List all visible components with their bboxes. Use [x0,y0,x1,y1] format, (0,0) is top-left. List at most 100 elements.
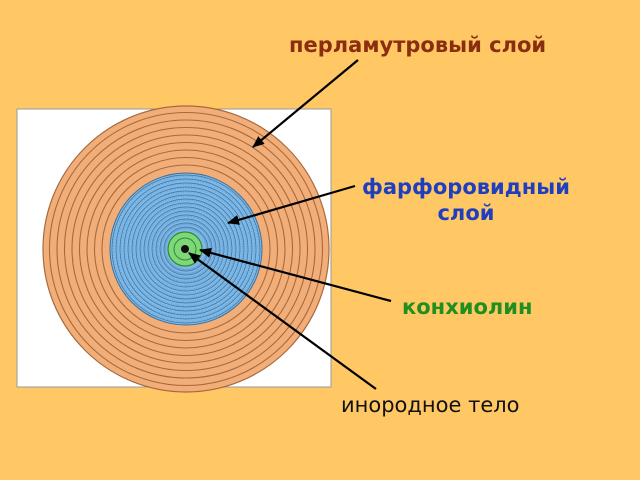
hatch-line [204,254,258,272]
hatch-line [204,220,256,242]
hatch-line [114,226,168,244]
hatch-line [205,249,261,253]
hatch-line [166,176,182,230]
hatch-line [137,191,174,234]
hatch-line [112,235,167,246]
hatch-line [148,266,177,315]
hatch-line [205,232,260,245]
hatch-line [201,203,246,238]
hatch-line [200,262,242,300]
hatch-line [202,208,250,239]
label-nacre-layer: перламутровый слой [289,33,547,57]
hatch-line [130,262,172,300]
hatch-line [172,268,183,323]
hatch-line [188,174,197,230]
hatch-line [116,256,168,278]
hatch-line [151,182,177,232]
hatch-line [169,268,182,323]
hatch-line [126,260,171,295]
hatch-line [114,254,168,272]
hatch-line [119,258,169,284]
hatch-line [169,175,182,230]
growth-ring [86,149,286,349]
label-porcelain-line1: фарфоровидный [362,175,570,199]
hatch-line [112,253,167,266]
hatch-line [163,177,181,231]
hatch-line [111,249,167,253]
hatch-line [172,175,183,230]
hatch-line [195,266,224,315]
hatch-line [175,268,184,324]
label-porcelain-line2: слой [437,201,495,226]
hatch-line [205,250,261,256]
hatch-line [111,242,167,248]
hatch-line [198,264,235,307]
hatch-line [195,266,221,316]
hatch-line [192,267,212,320]
hatch-line [111,238,167,247]
hatch-line [195,182,221,232]
hatch-line [186,174,190,230]
hatch-line [202,205,248,238]
hatch-line [140,264,175,309]
hatch-line [154,267,178,318]
hatch-line [192,178,212,231]
hatch-line [157,267,179,319]
hatch-line [135,263,173,305]
hatch-line [197,189,232,234]
hatch-line [205,235,260,246]
hatch-line [205,251,261,260]
hatch-line [112,232,167,245]
hatch-line [140,189,175,234]
hatch-line [190,268,203,323]
hatch-line [195,183,224,232]
hatch-line [191,267,209,321]
hatch-line [205,245,261,249]
hatch-line [196,185,227,233]
hatch-line [189,175,200,230]
hatch-line [115,255,168,275]
hatch-line [197,265,230,311]
hatch-line [111,250,167,256]
arrow-conchiolin [199,248,392,303]
hatch-line [193,267,215,319]
hatch-line [189,268,200,323]
hatch-line [117,257,168,281]
hatch-line [137,264,174,307]
hatch-line [135,193,173,235]
growth-ring [56,119,316,379]
conchiolin-inner-ring [173,237,197,261]
hatch-line [205,242,261,248]
hatch-line [202,259,250,290]
hatch-line [196,265,227,313]
hatch-line [203,258,253,284]
hatch-line [205,238,261,247]
growth-ring [78,141,294,357]
hatch-line [160,267,180,320]
hatch-line [151,266,177,316]
hatch-line [191,177,209,231]
hatch-line [119,214,169,240]
label-foreign-body: инородное тело [341,393,520,417]
hatch-line [175,174,184,230]
hatch-line [190,175,203,230]
hatch-line [124,205,170,238]
hatch-line [197,187,230,233]
hatch-line [145,265,176,313]
hatch-line [128,200,171,237]
hatch-line [199,262,240,303]
hatch-line [113,229,167,245]
hatch-line [124,260,170,293]
growth-ring [93,156,279,342]
hatch-line [112,252,167,263]
arrow-foreign-body [188,252,377,390]
hatch-line [115,223,168,243]
hatch-line [126,203,171,238]
growth-ring [63,126,309,372]
hatch-line [130,198,172,236]
hatch-line [182,174,186,230]
hatch-line [145,185,176,233]
hatch-line [160,178,180,231]
hatch-line [182,268,186,324]
